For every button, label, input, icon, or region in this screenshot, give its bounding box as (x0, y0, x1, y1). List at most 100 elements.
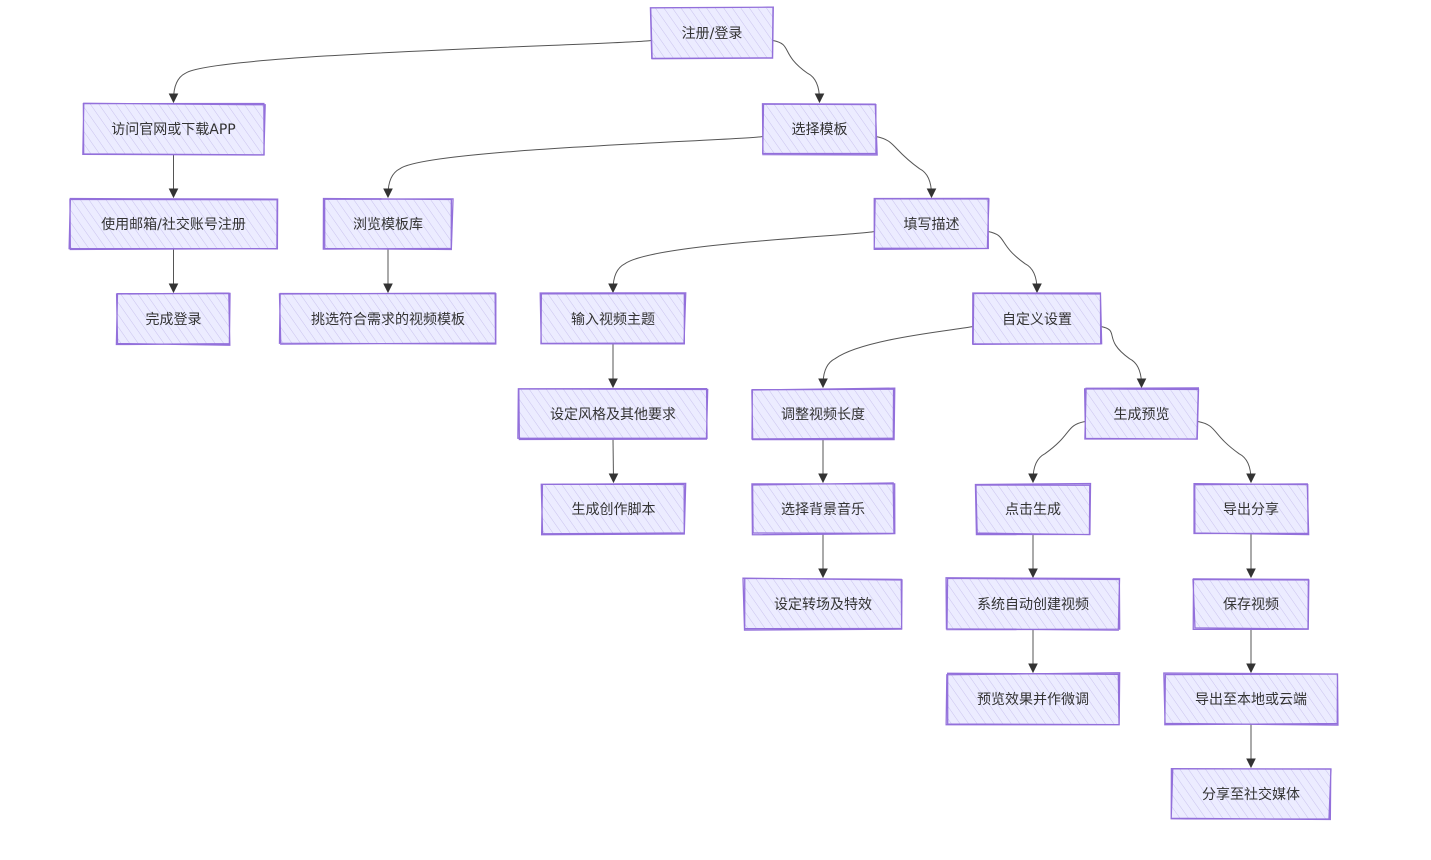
node-border (945, 672, 1121, 726)
edge-line (387, 136, 764, 196)
edge-line (1197, 421, 1252, 481)
node-set-transitions: 设定转场及特效 (742, 577, 903, 631)
node-label: 挑选符合需求的视频模板 (311, 312, 465, 328)
node-border (115, 292, 231, 346)
edge-gen_preview-to-click_generate (1028, 421, 1086, 484)
node-hatch (763, 104, 876, 154)
node-hatch (1194, 579, 1308, 629)
node-border (517, 388, 709, 441)
edge-fill_description-to-custom_settings (987, 231, 1042, 294)
node-hatch (519, 389, 707, 439)
node-label: 预览效果并作微调 (977, 692, 1089, 708)
node-hatch (973, 294, 1101, 344)
edge-register_login-to-visit_site (168, 40, 652, 104)
node-border (540, 482, 687, 536)
node-choose-music: 选择背景音乐 (751, 482, 896, 536)
node-fill-description: 填写描述 (873, 197, 990, 251)
node-border (68, 197, 279, 251)
node-hatch (947, 674, 1119, 724)
node-hatch (542, 484, 685, 534)
node-export-local: 导出至本地或云端 (1163, 672, 1339, 726)
node-label: 浏览模板库 (353, 217, 423, 233)
node-border (1193, 482, 1310, 536)
node-click-generate: 点击生成 (974, 482, 1092, 536)
node-hatch (1085, 389, 1198, 439)
edge-fill_description-to-input_topic (608, 231, 876, 294)
arrowhead-icon (818, 473, 828, 484)
arrowhead-icon (1028, 473, 1038, 484)
node-adjust-length: 调整视频长度 (751, 387, 896, 441)
node-hatch (70, 199, 277, 249)
edge-save_video-to-export_local (1246, 629, 1256, 674)
node-border (1083, 387, 1200, 440)
node-hatch (947, 579, 1119, 629)
arrowhead-icon (608, 283, 618, 294)
arrowhead-icon (818, 568, 828, 579)
edge-browse_library-to-pick_template (383, 249, 393, 294)
node-set-style: 设定风格及其他要求 (517, 388, 709, 441)
edge-choose_template-to-browse_library (383, 136, 764, 199)
node-hatch (1165, 674, 1337, 724)
edge-set_style-to-gen_script (608, 438, 619, 484)
node-hatch (1172, 769, 1330, 819)
node-label: 填写描述 (904, 217, 960, 233)
node-hatch (752, 389, 894, 439)
edge-line (987, 231, 1038, 291)
node-hatch (651, 8, 773, 58)
node-label: 保存视频 (1223, 597, 1279, 613)
edge-export_local-to-share_social (1246, 724, 1256, 769)
node-auto-create: 系统自动创建视频 (945, 577, 1121, 631)
arrowhead-icon (608, 378, 618, 389)
node-label: 生成预览 (1114, 407, 1170, 423)
node-save-video: 保存视频 (1192, 578, 1310, 631)
node-label: 分享至社交媒体 (1202, 786, 1300, 803)
node-label: 选择模板 (792, 122, 848, 138)
node-export-share: 导出分享 (1193, 482, 1310, 536)
arrowhead-icon (1032, 283, 1042, 294)
node-hatch (280, 294, 496, 344)
node-layer: 注册/登录访问官网或下载APP使用邮箱/社交账号注册完成登录选择模板浏览模板库挑… (68, 6, 1339, 821)
node-border (873, 197, 990, 251)
node-border (82, 102, 266, 156)
arrowhead-icon (168, 188, 179, 199)
node-share-social: 分享至社交媒体 (1170, 767, 1332, 821)
node-border (1192, 578, 1310, 631)
node-hatch (1194, 484, 1308, 534)
node-hatch (976, 484, 1090, 534)
edge-line (822, 326, 974, 386)
node-border (751, 387, 896, 441)
arrowhead-icon (814, 93, 825, 104)
node-border (278, 292, 497, 345)
node-border (761, 103, 878, 156)
node-border (322, 197, 454, 251)
edge-adjust_length-to-choose_music (818, 439, 828, 484)
node-pick-template: 挑选符合需求的视频模板 (278, 292, 497, 345)
node-label: 输入视频主题 (571, 312, 655, 328)
node-border (945, 577, 1121, 631)
edge-auto_create-to-preview_tweak (1028, 629, 1038, 674)
edge-input_topic-to-set_style (608, 344, 618, 389)
arrowhead-icon (1246, 473, 1256, 484)
node-label: 注册/登录 (682, 26, 743, 42)
node-border (649, 6, 774, 60)
node-label: 选择背景音乐 (781, 501, 865, 518)
node-border (1163, 672, 1339, 726)
node-border (1170, 767, 1332, 821)
edge-line (1032, 421, 1086, 481)
node-hatch (752, 484, 894, 534)
arrowhead-icon (168, 283, 179, 294)
node-border (974, 482, 1092, 536)
node-label: 调整视频长度 (781, 407, 865, 423)
edge-choose_music-to-set_transitions (818, 534, 828, 579)
node-hatch (541, 294, 685, 344)
edge-gen_preview-to-export_share (1197, 421, 1256, 484)
node-gen-script: 生成创作脚本 (540, 482, 687, 536)
arrowhead-icon (818, 378, 828, 389)
arrowhead-icon (1246, 568, 1256, 579)
edge-click_generate-to-auto_create (1028, 534, 1038, 579)
node-label: 设定风格及其他要求 (550, 407, 676, 423)
edge-line (875, 136, 932, 196)
edge-use_email-to-complete_login (168, 249, 179, 294)
edge-line (772, 40, 820, 101)
